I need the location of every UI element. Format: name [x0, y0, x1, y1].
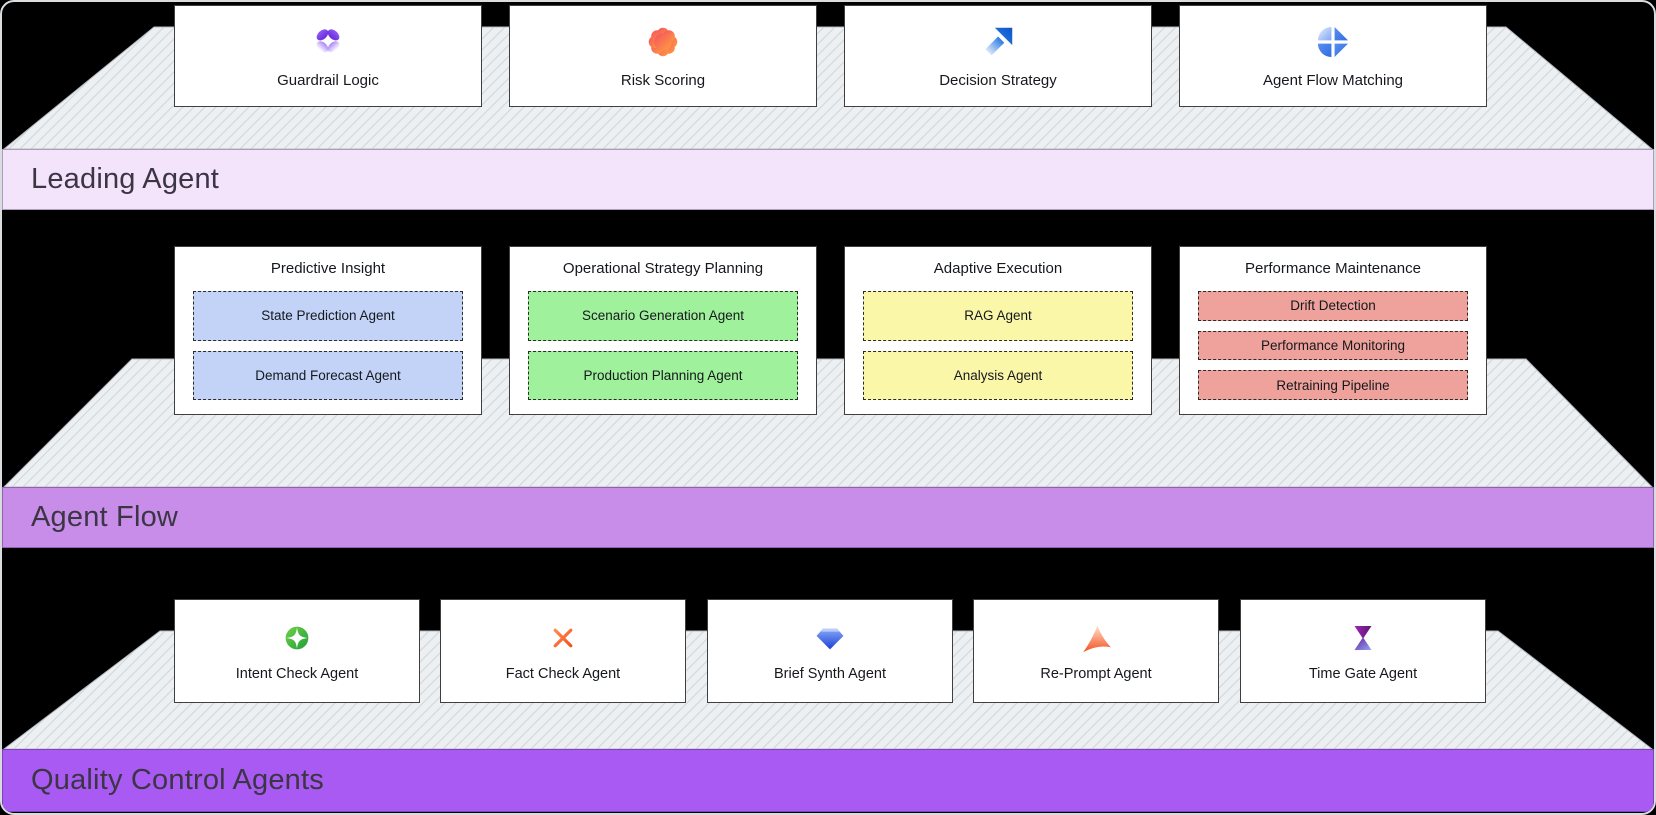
band-agent-flow: Agent Flow	[2, 487, 1654, 548]
brief-synth-icon	[813, 621, 847, 655]
agent-flow-matching-icon	[1314, 23, 1352, 61]
card-label: Agent Flow Matching	[1262, 72, 1404, 89]
card-label: Fact Check Agent	[505, 665, 621, 682]
card-agent-flow-matching: Agent Flow Matching	[1179, 5, 1487, 107]
card-title: Predictive Insight	[270, 260, 386, 277]
agent-box-drift-detection: Drift Detection	[1198, 291, 1468, 321]
card-title: Operational Strategy Planning	[562, 260, 764, 277]
card-title: Performance Maintenance	[1245, 260, 1421, 277]
agent-box-performance-monitoring: Performance Monitoring	[1198, 330, 1468, 361]
card-fact-check-agent: Fact Check Agent	[440, 599, 686, 703]
agent-box-demand-forecast: Demand Forecast Agent	[193, 350, 463, 400]
band-leading-agent: Leading Agent	[2, 149, 1654, 210]
card-brief-synth-agent: Brief Synth Agent	[707, 599, 953, 703]
card-label: Intent Check Agent	[235, 665, 359, 682]
card-intent-check-agent: Intent Check Agent	[174, 599, 420, 703]
re-prompt-icon	[1079, 621, 1113, 655]
agent-box-rag: RAG Agent	[863, 291, 1133, 341]
band-label-agent-flow: Agent Flow	[31, 501, 179, 533]
intent-check-icon	[280, 621, 314, 655]
card-operational-strategy-planning: Operational Strategy Planning Scenario G…	[509, 246, 817, 415]
card-label: Guardrail Logic	[277, 72, 379, 89]
card-time-gate-agent: Time Gate Agent	[1240, 599, 1486, 703]
time-gate-icon	[1346, 621, 1380, 655]
guardrail-logic-icon	[309, 23, 347, 61]
agent-box-production-planning: Production Planning Agent	[528, 350, 798, 400]
decision-strategy-icon	[979, 23, 1017, 61]
card-predictive-insight: Predictive Insight State Prediction Agen…	[174, 246, 482, 415]
fact-check-icon	[546, 621, 580, 655]
card-label: Risk Scoring	[620, 72, 706, 89]
card-label: Time Gate Agent	[1308, 665, 1418, 682]
card-label: Decision Strategy	[939, 72, 1057, 89]
card-title: Adaptive Execution	[933, 260, 1063, 277]
band-label-leading-agent: Leading Agent	[31, 163, 220, 195]
agent-box-analysis: Analysis Agent	[863, 350, 1133, 400]
agent-box-retraining-pipeline: Retraining Pipeline	[1198, 370, 1468, 401]
card-re-prompt-agent: Re-Prompt Agent	[973, 599, 1219, 703]
card-performance-maintenance: Performance Maintenance Drift Detection …	[1179, 246, 1487, 415]
agent-box-scenario-generation: Scenario Generation Agent	[528, 291, 798, 341]
band-label-quality-control-agents: Quality Control Agents	[31, 764, 324, 796]
card-adaptive-execution: Adaptive Execution RAG Agent Analysis Ag…	[844, 246, 1152, 415]
card-risk-scoring: Risk Scoring	[509, 5, 817, 107]
band-quality-control-agents: Quality Control Agents	[2, 749, 1654, 812]
card-guardrail-logic: Guardrail Logic	[174, 5, 482, 107]
card-label: Re-Prompt Agent	[1040, 665, 1152, 682]
card-label: Brief Synth Agent	[773, 665, 887, 682]
risk-scoring-icon	[644, 23, 682, 61]
card-decision-strategy: Decision Strategy	[844, 5, 1152, 107]
agent-box-state-prediction: State Prediction Agent	[193, 291, 463, 341]
